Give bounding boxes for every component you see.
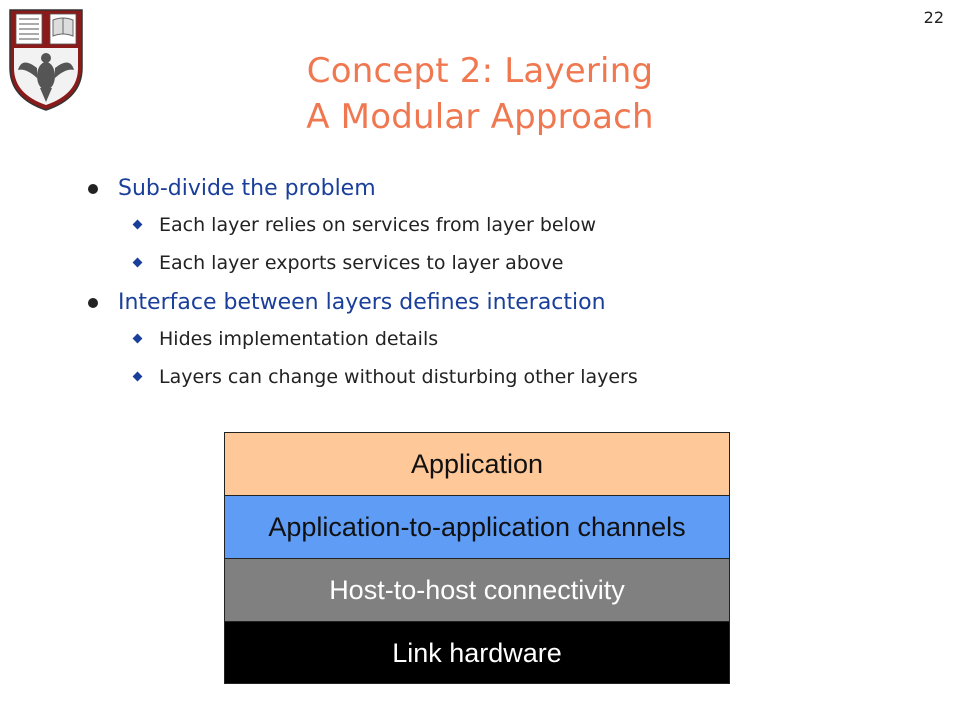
layer-app-to-app-channels: Application-to-application channels [224, 495, 730, 558]
sub-bullet-item: Each layer exports services to layer abo… [88, 244, 888, 282]
layer-host-to-host: Host-to-host connectivity [224, 558, 730, 621]
slide-number: 22 [923, 8, 944, 27]
sub-bullet-item: Hides implementation details [88, 320, 888, 358]
layer-stack-diagram: Application Application-to-application c… [224, 432, 730, 684]
title-line-2: A Modular Approach [306, 97, 654, 137]
bullet-dot-icon [88, 184, 98, 194]
bullet-item: Interface between layers defines interac… [88, 286, 888, 320]
bullet-dot-icon [88, 298, 98, 308]
bullet-text: Sub-divide the problem [118, 176, 376, 201]
sub-bullet-text: Each layer relies on services from layer… [159, 214, 597, 236]
diamond-bullet-icon [132, 371, 143, 382]
slide-title: Concept 2: Layering A Modular Approach [180, 48, 780, 140]
bullet-item: Sub-divide the problem [88, 172, 888, 206]
diamond-bullet-icon [132, 219, 143, 230]
sub-bullet-item: Each layer relies on services from layer… [88, 206, 888, 244]
sub-bullet-text: Each layer exports services to layer abo… [159, 252, 564, 274]
title-line-1: Concept 2: Layering [306, 51, 654, 91]
bullet-text: Interface between layers defines interac… [118, 290, 606, 315]
bullet-list: Sub-divide the problem Each layer relies… [88, 172, 888, 396]
sub-bullet-text: Layers can change without disturbing oth… [159, 366, 638, 388]
sub-bullet-item: Layers can change without disturbing oth… [88, 358, 888, 396]
diamond-bullet-icon [132, 257, 143, 268]
layer-link-hardware: Link hardware [224, 621, 730, 684]
university-crest-icon [9, 9, 83, 111]
layer-application: Application [224, 432, 730, 495]
diamond-bullet-icon [132, 333, 143, 344]
sub-bullet-text: Hides implementation details [159, 328, 439, 350]
